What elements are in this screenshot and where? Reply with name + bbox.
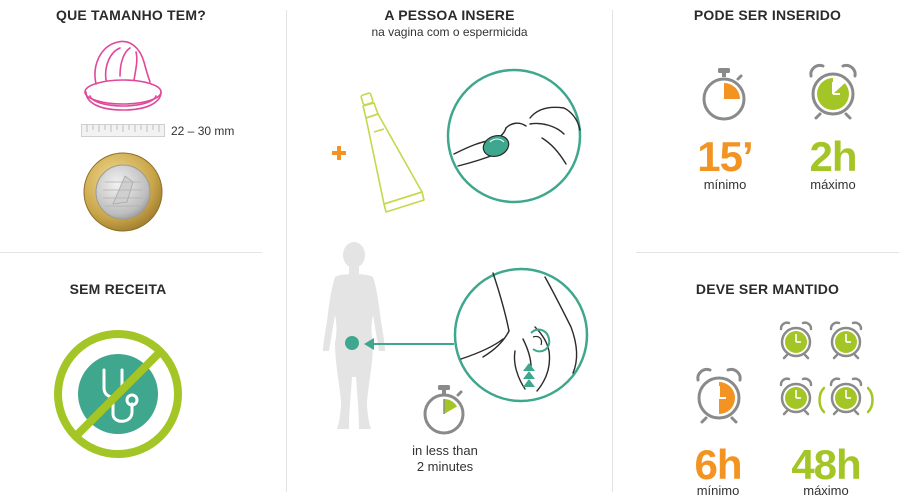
can-insert-max-label: máximo xyxy=(810,177,856,192)
alarm-clocks-48h xyxy=(779,321,874,416)
insertion-time-line2: 2 minutes xyxy=(416,459,474,474)
insertion-time-line1: in less than xyxy=(412,443,478,458)
placement-illustration xyxy=(453,267,589,403)
euro-coin-icon xyxy=(83,152,163,232)
divider-horizontal-left xyxy=(0,252,262,253)
size-dimension: 22 – 30 mm xyxy=(171,124,235,138)
stopwatch-icon-min xyxy=(702,68,746,121)
must-keep-min-label: mínimo xyxy=(696,483,740,498)
ruler-icon xyxy=(81,124,165,137)
prescription-title: SEM RECEITA xyxy=(69,281,167,297)
diaphragm-cap-icon xyxy=(84,40,162,111)
can-insert-min-label: mínimo xyxy=(703,177,747,192)
can-insert-max-value: 2h xyxy=(809,133,857,180)
up-arrows-icon xyxy=(523,363,535,387)
size-title: QUE TAMANHO TEM? xyxy=(56,7,206,23)
body-silhouette xyxy=(323,242,385,429)
divider-horizontal-right xyxy=(636,252,899,253)
stopwatch-icon-insertion xyxy=(423,385,465,435)
must-keep-max-value: 48h xyxy=(791,441,861,488)
can-insert-title: PODE SER INSERIDO xyxy=(693,7,842,23)
divider-vertical-right xyxy=(612,10,613,492)
divider-vertical-left xyxy=(286,10,287,492)
must-keep-min-value: 6h xyxy=(694,441,742,488)
insertion-title: A PESSOA INSERE xyxy=(384,7,515,23)
alarm-clock-icon-max xyxy=(809,63,857,120)
must-keep-title: DEVE SER MANTIDO xyxy=(695,281,840,297)
alarm-clock-icon-6h xyxy=(696,367,742,424)
insertion-subtitle: na vagina com o espermicida xyxy=(371,25,528,39)
can-insert-min-value: 15’ xyxy=(697,133,753,180)
no-prescription-icon xyxy=(54,330,182,458)
must-keep-max-label: máximo xyxy=(803,483,849,498)
pointer-arrow xyxy=(364,338,454,350)
spermicide-tube-icon xyxy=(360,92,425,213)
plus-icon xyxy=(332,146,346,160)
insertion-hands-illustration xyxy=(446,68,582,204)
